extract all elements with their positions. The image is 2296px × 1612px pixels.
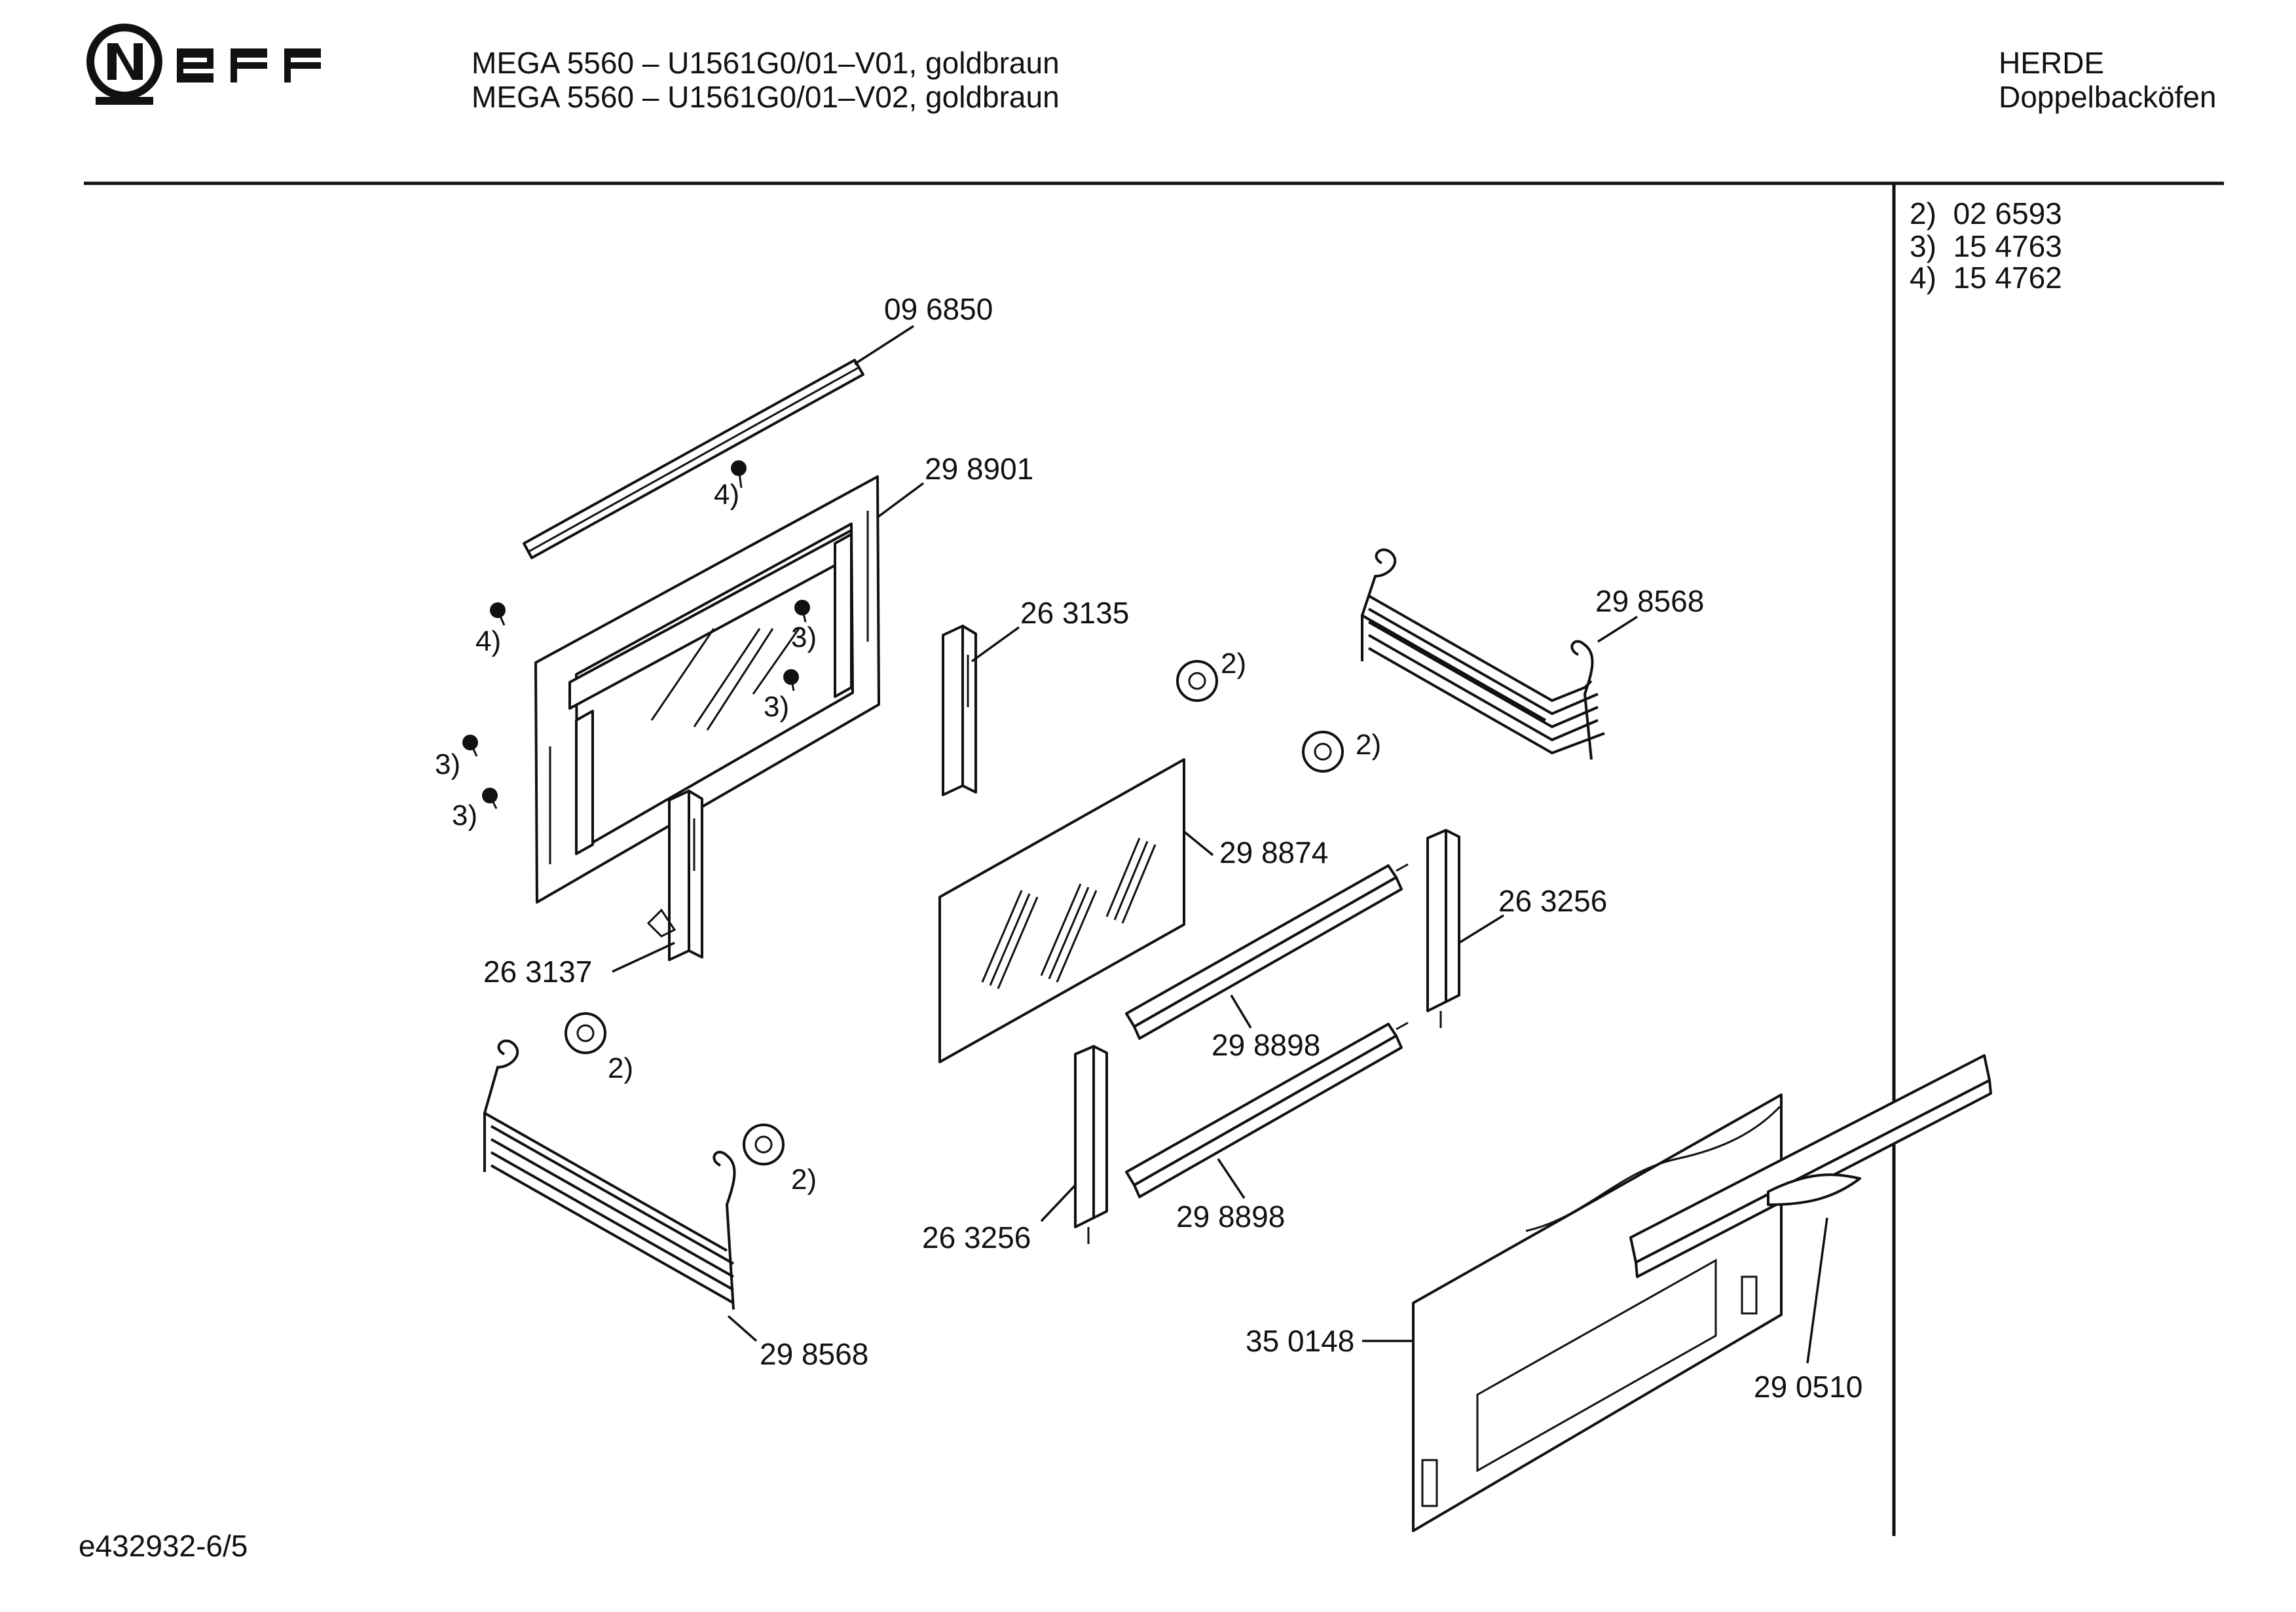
glass-holder-part-right	[1426, 829, 1460, 1028]
ref-3-a: 3)	[791, 621, 817, 653]
ref-2-d: 2)	[791, 1163, 817, 1196]
wire-rack-part-top	[1360, 548, 1605, 760]
screw-part-d	[783, 669, 799, 691]
legend-entry-2: 2) 02 6593	[1910, 196, 2062, 230]
leader-lines	[612, 325, 1828, 1364]
screw-part-c	[794, 600, 810, 623]
glass-pane-part	[938, 758, 1185, 1063]
callout-298898-upper: 29 8898	[1212, 1028, 1320, 1062]
screw-part-b	[490, 602, 506, 626]
callout-290510: 29 0510	[1754, 1370, 1862, 1404]
inner-door-frame-part	[534, 475, 880, 904]
callout-298568-bottom: 29 8568	[760, 1337, 868, 1371]
screw-part-a	[731, 460, 747, 488]
callout-298901: 29 8901	[925, 452, 1033, 486]
screw-part-e	[462, 735, 478, 757]
ref-4-a: 4)	[714, 479, 739, 511]
screw-part-f	[482, 788, 498, 809]
outer-door-panel-part	[1412, 1093, 1783, 1532]
legend-entry-3: 3) 15 4763	[1910, 229, 2062, 263]
door-rail-part-263137	[646, 790, 703, 961]
knob-part-a	[1176, 660, 1218, 702]
ref-4-b: 4)	[475, 625, 501, 657]
knob-part-d	[743, 1124, 785, 1165]
gasket-strip-part	[523, 359, 864, 559]
callout-298874: 29 8874	[1219, 835, 1328, 870]
callout-263137: 26 3137	[483, 955, 592, 989]
legend-entry-4: 4) 15 4762	[1910, 261, 2062, 295]
subcategory-title: Doppelbacköfen	[1999, 80, 2217, 114]
drawing-id: e432932-6/5	[79, 1529, 248, 1563]
callout-350148: 35 0148	[1246, 1324, 1354, 1358]
glass-strip-part-upper	[1125, 863, 1409, 1040]
category-title: HERDE	[1999, 46, 2105, 80]
wire-rack-part-bottom	[483, 1039, 736, 1310]
model-line-2: MEGA 5560 – U1561G0/01–V02, goldbraun	[472, 80, 1060, 114]
door-handle-part	[1629, 1054, 1992, 1278]
neff-logo-icon	[86, 24, 321, 105]
ref-2-c: 2)	[608, 1052, 633, 1084]
callout-263256-left: 26 3256	[922, 1220, 1031, 1255]
callout-263256-right: 26 3256	[1498, 884, 1607, 918]
ref-3-d: 3)	[452, 799, 477, 832]
knob-part-c	[565, 1012, 606, 1054]
model-line-1: MEGA 5560 – U1561G0/01–V01, goldbraun	[472, 46, 1060, 80]
callout-298898-lower: 29 8898	[1176, 1200, 1285, 1234]
ref-2-a: 2)	[1221, 648, 1246, 680]
glass-holder-part-left	[1074, 1045, 1108, 1244]
callout-263135: 26 3135	[1020, 596, 1129, 630]
ref-3-b: 3)	[764, 691, 789, 723]
door-rail-part-263135	[942, 625, 977, 796]
callout-298568-top: 29 8568	[1595, 584, 1704, 618]
knob-part-b	[1302, 731, 1344, 773]
ref-2-b: 2)	[1356, 729, 1381, 761]
ref-3-c: 3)	[435, 748, 460, 780]
glass-strip-part-lower	[1125, 1021, 1409, 1198]
callout-096850: 09 6850	[884, 292, 993, 326]
